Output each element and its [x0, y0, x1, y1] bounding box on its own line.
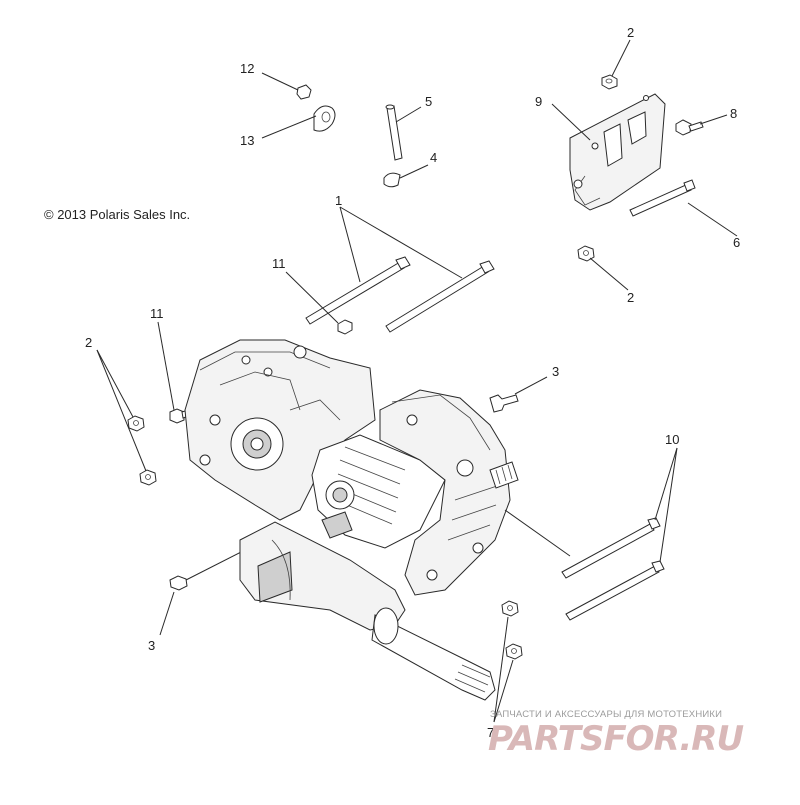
callout-10: 10: [665, 432, 679, 447]
callout-6: 6: [733, 235, 740, 250]
part-10-bolts: [561, 517, 665, 621]
part-6-bolt: [629, 179, 696, 217]
part-2-nuts-left: [127, 415, 157, 486]
watermark-logo: PARTSFOR.RU: [488, 719, 743, 759]
part-1-bolts: [305, 256, 495, 333]
callout-1: 1: [335, 193, 342, 208]
part-11-bolt-upper: [337, 319, 353, 335]
callout-11-upper: 11: [272, 256, 286, 271]
callout-2-top: 2: [627, 25, 634, 40]
callout-8: 8: [730, 106, 737, 121]
part-13-clamp: [313, 105, 336, 132]
callout-2-right: 2: [627, 290, 634, 305]
callout-9: 9: [535, 94, 542, 109]
callout-13: 13: [240, 133, 254, 148]
part-4-clip: [383, 172, 401, 188]
watermark-tagline: ЗАПЧАСТИ И АКСЕССУАРЫ ДЛЯ МОТОТЕХНИКИ: [490, 709, 722, 720]
callout-7: 7: [487, 725, 494, 740]
callout-4: 4: [430, 150, 437, 165]
part-7-nuts: [501, 600, 523, 660]
callout-5: 5: [425, 94, 432, 109]
callout-11-left: 11: [150, 306, 164, 321]
copyright-text: © 2013 Polaris Sales Inc.: [44, 207, 190, 222]
part-3-pin-lower: [169, 575, 188, 591]
callout-2-left: 2: [85, 335, 92, 350]
part-2-nut-top: [601, 74, 618, 90]
watermark: ЗАПЧАСТИ И АКСЕССУАРЫ ДЛЯ МОТОТЕХНИКИ PA…: [488, 709, 744, 759]
part-12-screw: [296, 84, 312, 100]
part-2-nut-right: [577, 245, 595, 262]
engine-case-assembly: [184, 339, 571, 701]
part-9-bracket: [569, 93, 666, 211]
callout-12: 12: [240, 61, 254, 76]
part-8-bolt: [675, 119, 704, 136]
part-5-pin: [385, 104, 403, 161]
callout-3-upper: 3: [552, 364, 559, 379]
callout-3-lower: 3: [148, 638, 155, 653]
part-3-pin-upper: [489, 394, 519, 413]
